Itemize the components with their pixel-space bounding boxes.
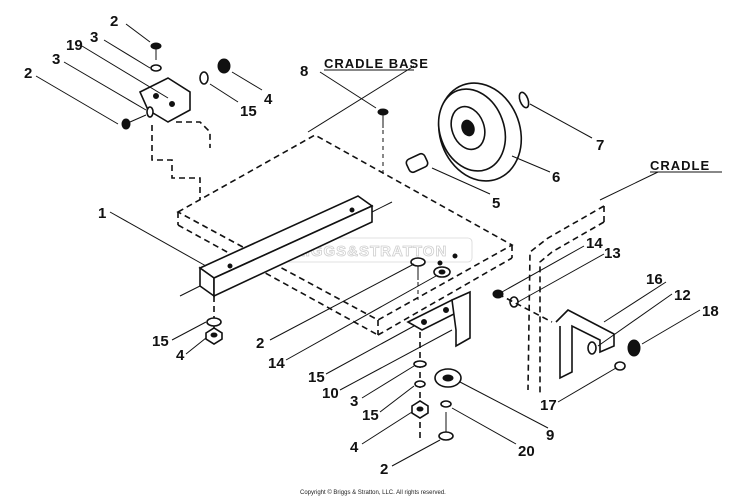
- axle-bar: [179, 195, 393, 298]
- callout-3-top: 3: [90, 29, 98, 46]
- callout-7: 7: [596, 137, 604, 154]
- watermark: BRIGGS&STRATTON: [282, 243, 447, 260]
- callout-9: 9: [546, 427, 554, 444]
- nut-17: [614, 361, 626, 371]
- callout-4-left: 4: [176, 347, 185, 364]
- callout-15-top: 15: [240, 103, 257, 120]
- copyright-notice: Copyright © Briggs & Stratton, LLC. All …: [300, 489, 446, 496]
- nut-4-bottom: [411, 400, 429, 419]
- callout-15-left: 15: [152, 333, 169, 350]
- callout-15-bottom: 15: [362, 407, 379, 424]
- callout-15-mid: 15: [308, 369, 325, 386]
- callout-19: 19: [66, 37, 83, 54]
- title-cradle-base: CRADLE BASE: [324, 56, 429, 71]
- lock-washer-15-bottom: [414, 380, 426, 388]
- bolt-2-left: [121, 114, 147, 130]
- handle-16: [555, 309, 615, 380]
- cradle: [527, 205, 605, 396]
- callout-17: 17: [540, 397, 557, 414]
- nut-4-left: [205, 327, 223, 345]
- callout-5: 5: [492, 195, 500, 212]
- callout-2-top: 2: [110, 13, 118, 30]
- caster-bracket-10: [406, 290, 471, 348]
- callout-14-mid: 14: [268, 355, 285, 372]
- callout-4-bottom: 4: [350, 439, 359, 456]
- callout-18: 18: [702, 303, 719, 320]
- washer-15-left: [206, 317, 222, 327]
- washer-7: [518, 91, 530, 109]
- callout-3-mid: 3: [52, 51, 60, 68]
- callout-20: 20: [518, 443, 535, 460]
- bushing-5: [405, 152, 429, 174]
- washer-3-bottom: [413, 360, 427, 368]
- callout-10: 10: [322, 385, 339, 402]
- callout-2-bottom: 2: [380, 461, 388, 478]
- callout-6: 6: [552, 169, 560, 186]
- cradle-base: [176, 134, 514, 336]
- callout-4-top: 4: [264, 91, 273, 108]
- washer-3-mid: [146, 106, 154, 118]
- leader-lines: [35, 23, 701, 467]
- callout-8: 8: [300, 63, 308, 80]
- washer-15-top: [199, 71, 209, 85]
- nut-4-top: [217, 58, 231, 74]
- bolt-2-mid: [410, 257, 426, 300]
- callout-16: 16: [646, 271, 663, 288]
- washer-14-mid: [433, 266, 451, 278]
- washer-13: [509, 296, 519, 308]
- callout-2-mid: 2: [256, 335, 264, 352]
- washer-20: [440, 400, 452, 408]
- callout-3-bottom: 3: [350, 393, 358, 410]
- callout-13: 13: [604, 245, 621, 262]
- title-cradle: CRADLE: [650, 158, 710, 173]
- knob-18: [627, 339, 641, 357]
- callout-14-right: 14: [586, 235, 603, 252]
- bolt-2-top: [150, 42, 162, 60]
- callout-2-left: 2: [24, 65, 32, 82]
- pin-8: [377, 108, 389, 178]
- washer-12: [587, 341, 597, 355]
- washer-3-top: [150, 64, 162, 72]
- bolt-2-bottom: [438, 412, 454, 441]
- callout-12: 12: [674, 287, 691, 304]
- caster-wheel-9: [434, 368, 462, 388]
- wheel: [437, 82, 523, 182]
- callout-1: 1: [98, 205, 106, 222]
